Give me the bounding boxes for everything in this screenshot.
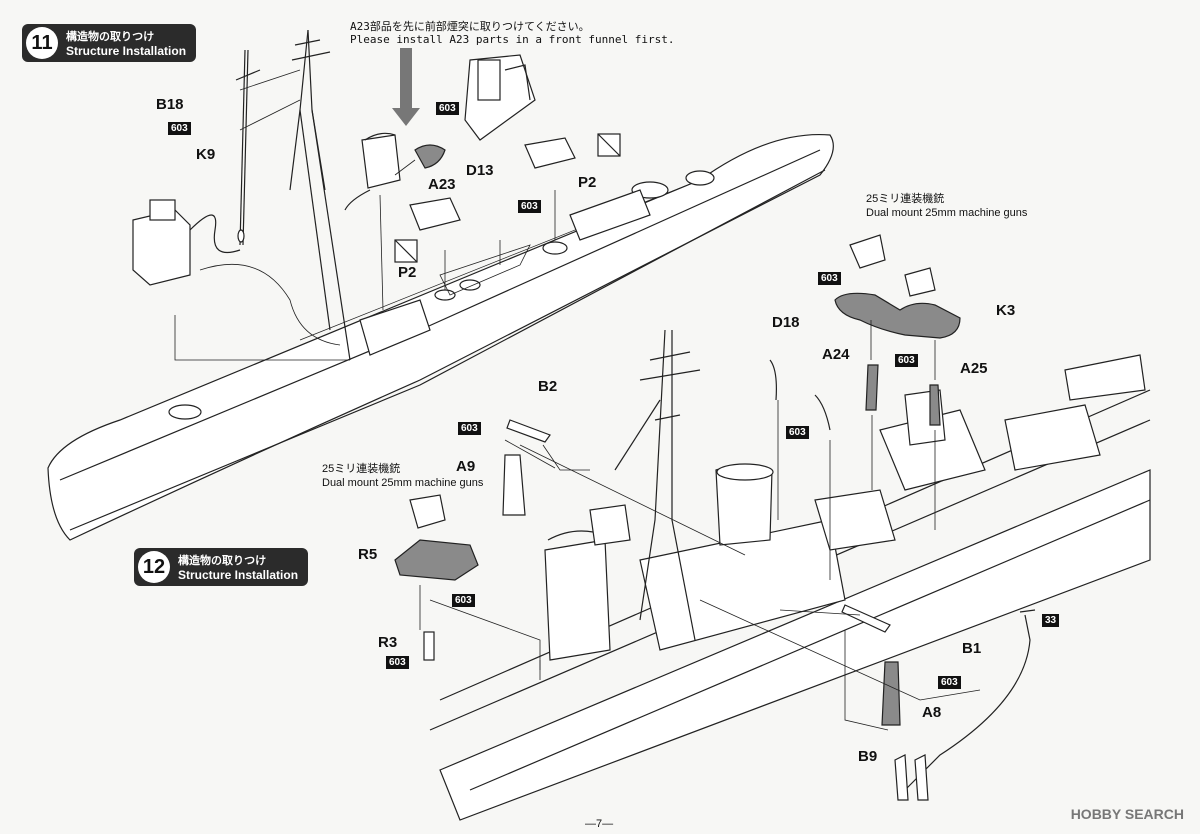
- mg-note-left-jp: 25ミリ連装機銃: [322, 463, 401, 475]
- color-code-603: 603: [436, 102, 459, 115]
- mg-note-left: 25ミリ連装機銃 Dual mount 25mm machine guns: [322, 462, 483, 490]
- step-12-title-jp: 構造物の取りつけ: [178, 554, 267, 567]
- mg-note-top: 25ミリ連装機銃 Dual mount 25mm machine guns: [866, 192, 1027, 220]
- mg-note-top-en: Dual mount 25mm machine guns: [866, 207, 1028, 219]
- tripod-mast: [289, 29, 351, 361]
- mg-k3-base: [834, 234, 961, 339]
- label-a8: A8: [922, 704, 942, 721]
- funnel-note-jp: A23部品を先に前部煙突に取りつけてください。: [350, 20, 590, 33]
- color-code-603: 603: [895, 354, 918, 367]
- funnel-note-en: Please install A23 parts in a front funn…: [350, 33, 675, 46]
- label-b18: B18: [156, 96, 184, 113]
- color-code-603: 603: [818, 272, 841, 285]
- guide-lines-12: [419, 320, 981, 731]
- label-a23: A23: [428, 176, 456, 193]
- label-a24: A24: [822, 346, 850, 363]
- color-code-603: 603: [938, 676, 961, 689]
- step-12-number: 12: [138, 551, 170, 583]
- funnel-note: A23部品を先に前部煙突に取りつけてください。 Please install A…: [350, 20, 675, 46]
- label-p2-right: P2: [578, 174, 597, 191]
- label-d18: D18: [772, 314, 800, 331]
- color-code-603: 603: [452, 594, 475, 607]
- mast-k9: [235, 49, 261, 246]
- page-number: —7—: [585, 818, 614, 830]
- label-r5: R5: [358, 546, 378, 563]
- mg-r5-base: [394, 494, 479, 581]
- step-11-badge: 11 構造物の取りつけ Structure Installation: [22, 24, 197, 62]
- step-11-title-jp: 構造物の取りつけ: [66, 30, 155, 43]
- color-code-603: 603: [518, 200, 541, 213]
- step-11-title-en: Structure Installation: [66, 44, 187, 58]
- step-12-badge: 12 構造物の取りつけ Structure Installation: [134, 548, 309, 586]
- small-parts-12: [423, 359, 1036, 801]
- label-r3: R3: [378, 634, 398, 651]
- label-b1: B1: [962, 640, 982, 657]
- color-code-603: 603: [786, 426, 809, 439]
- label-d13: D13: [466, 162, 494, 179]
- label-a9: A9: [456, 458, 476, 475]
- label-b2: B2: [538, 378, 558, 395]
- color-code-33: 33: [1042, 614, 1060, 627]
- label-a25: A25: [960, 360, 988, 377]
- mg-note-top-jp: 25ミリ連装機銃: [866, 193, 945, 205]
- label-k9: K9: [196, 146, 216, 163]
- gun-turrets: [409, 54, 576, 231]
- bridge-block-left: [132, 199, 241, 286]
- lower-mast: [614, 329, 701, 641]
- color-code-603: 603: [458, 422, 481, 435]
- remove-marks: [394, 133, 621, 263]
- step-11-number: 11: [26, 27, 58, 59]
- watermark: HOBBY SEARCH: [1070, 806, 1184, 822]
- label-p2-left: P2: [398, 264, 417, 281]
- guide-lines-11: [174, 69, 556, 361]
- funnel-a23-piece: [344, 132, 446, 211]
- step-12-title-en: Structure Installation: [178, 568, 299, 582]
- label-k3: K3: [996, 302, 1016, 319]
- color-code-603: 603: [386, 656, 409, 669]
- arrow-down: [392, 48, 420, 126]
- mg-note-left-en: Dual mount 25mm machine guns: [322, 477, 484, 489]
- upper-deck-parts: [168, 170, 715, 420]
- color-code-603: 603: [168, 122, 191, 135]
- label-b9: B9: [858, 748, 878, 765]
